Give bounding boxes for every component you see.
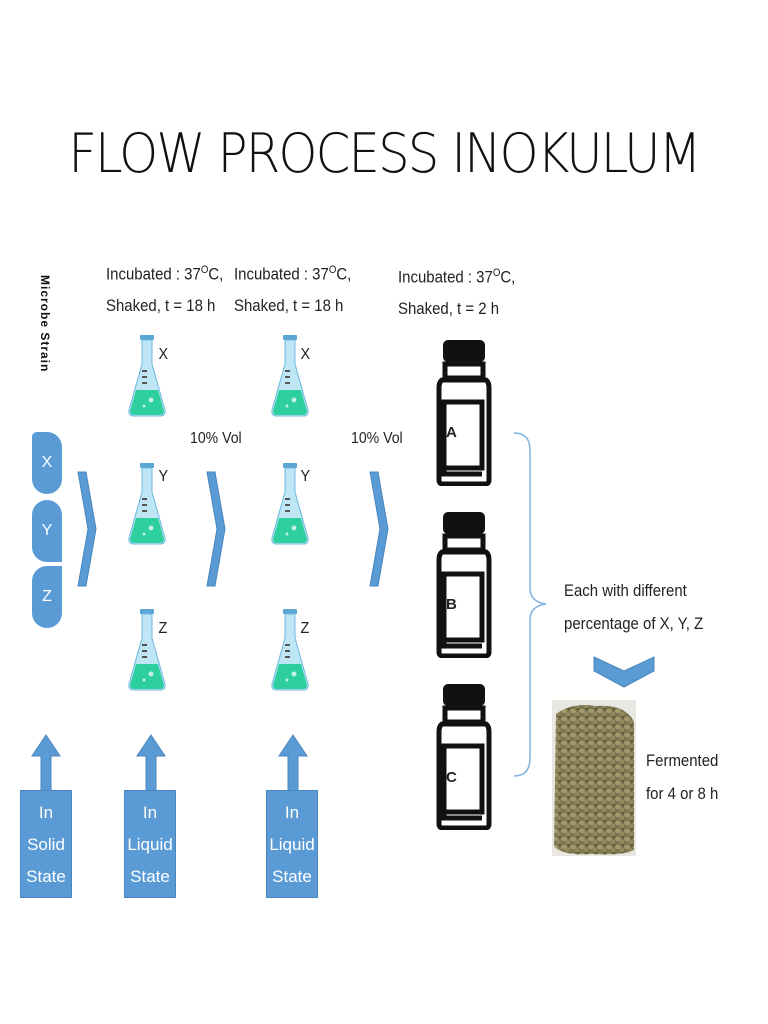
microbe-strain-label: Microbe Strain	[38, 275, 52, 373]
incubation-note-stage-1: Incubated : 37OC, Shaked, t = 18 h	[106, 264, 224, 315]
bracket-note: Each with different percentage of X, Y, …	[564, 581, 704, 633]
bottle-label-c: C	[446, 769, 457, 786]
bottle-label-b: B	[446, 596, 457, 613]
bottle-label-a: A	[446, 424, 457, 441]
arrow-up-icon	[136, 734, 166, 792]
state-box-liquid-1: In Liquid State	[124, 790, 176, 898]
page-title: FLOW PROCESS INOKULUM	[68, 122, 701, 185]
strain-y: Y	[32, 500, 62, 562]
bottle-icon	[436, 340, 492, 486]
strain-x: X	[32, 432, 62, 494]
bottle-icon	[436, 684, 492, 830]
arrow-up-icon	[31, 734, 61, 792]
fermented-beans-image	[552, 700, 636, 856]
transfer-label-1: 10% Vol	[190, 430, 242, 447]
flask-label-z: Z	[158, 620, 168, 637]
chevron-right-icon	[369, 471, 389, 587]
strain-z: Z	[32, 566, 62, 628]
transfer-label-2: 10% Vol	[351, 430, 403, 447]
chevron-down-icon	[593, 656, 655, 688]
state-box-solid: In Solid State	[20, 790, 72, 898]
chevron-right-icon	[206, 471, 226, 587]
flask-label-y: Y	[300, 468, 311, 485]
bracket-icon	[513, 432, 547, 777]
incubation-note-stage-2: Incubated : 37OC, Shaked, t = 18 h	[234, 264, 352, 315]
chevron-right-icon	[77, 471, 97, 587]
flask-label-x: X	[158, 346, 169, 363]
state-box-liquid-2: In Liquid State	[266, 790, 318, 898]
incubation-note-stage-3: Incubated : 37OC, Shaked, t = 2 h	[398, 267, 516, 318]
fermented-note: Fermented for 4 or 8 h	[646, 751, 719, 803]
arrow-up-icon	[278, 734, 308, 792]
flask-label-z: Z	[300, 620, 310, 637]
flask-label-y: Y	[158, 468, 169, 485]
bottle-icon	[436, 512, 492, 658]
flask-label-x: X	[300, 346, 311, 363]
